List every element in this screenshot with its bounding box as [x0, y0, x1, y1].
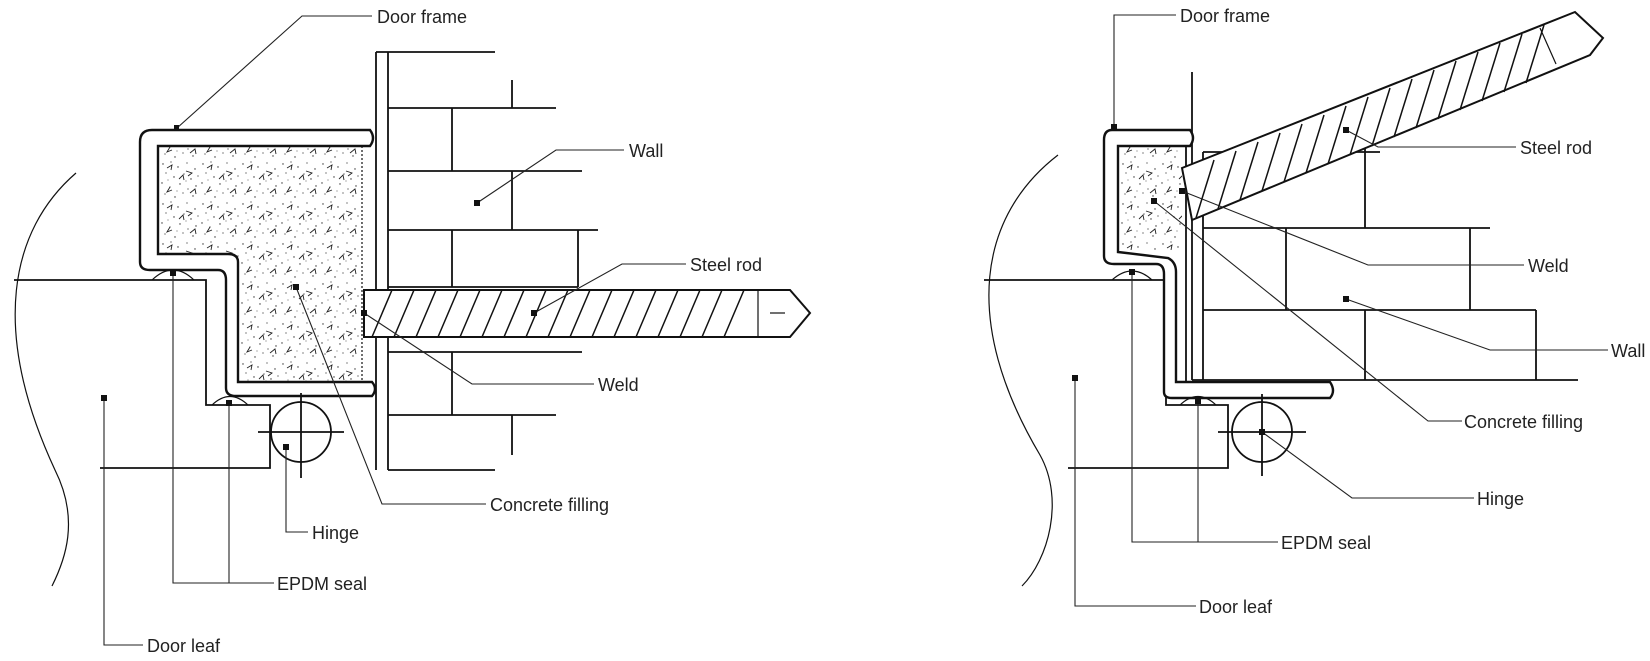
label-wall-left: Wall — [629, 141, 663, 161]
epdm-seal-lower-right — [1179, 395, 1217, 406]
door-frame-right — [1102, 128, 1335, 400]
label-concrete-filling-right: Concrete filling — [1464, 412, 1583, 432]
door-leaf-left — [14, 172, 271, 587]
steel-rod-left — [363, 289, 812, 338]
label-epdm-seal-right: EPDM seal — [1281, 533, 1371, 553]
label-door-leaf-left: Door leaf — [147, 636, 221, 656]
label-door-leaf-right: Door leaf — [1199, 597, 1273, 617]
label-door-frame-left: Door frame — [377, 7, 467, 27]
label-weld-right: Weld — [1528, 256, 1569, 276]
leader-lines-left — [103, 15, 686, 646]
concrete-filling-left — [158, 146, 362, 382]
label-weld-left: Weld — [598, 375, 639, 395]
label-wall-right: Wall — [1611, 341, 1645, 361]
label-hinge-right: Hinge — [1477, 489, 1524, 509]
brick-wall-left — [375, 51, 598, 471]
label-epdm-seal-left: EPDM seal — [277, 574, 367, 594]
leader-lines-right — [1074, 14, 1608, 607]
left-diagram: Door frame Wall Steel rod Weld Concrete … — [14, 7, 812, 656]
label-door-frame-right: Door frame — [1180, 6, 1270, 26]
concrete-filling-right — [1118, 146, 1182, 250]
label-concrete-filling-left: Concrete filling — [490, 495, 609, 515]
label-steel-rod-right: Steel rod — [1520, 138, 1592, 158]
door-frame-left — [138, 128, 377, 398]
steel-rod-right — [1180, 10, 1605, 222]
epdm-seal-lower-left — [211, 395, 249, 406]
anchor-dots-right — [1072, 124, 1349, 435]
label-hinge-left: Hinge — [312, 523, 359, 543]
label-steel-rod-left: Steel rod — [690, 255, 762, 275]
door-leaf-right — [984, 154, 1229, 587]
hinge-left — [258, 393, 344, 478]
anchor-dots-left — [101, 125, 537, 450]
right-diagram: Door frame Steel rod Weld Wall Concrete … — [984, 6, 1645, 617]
